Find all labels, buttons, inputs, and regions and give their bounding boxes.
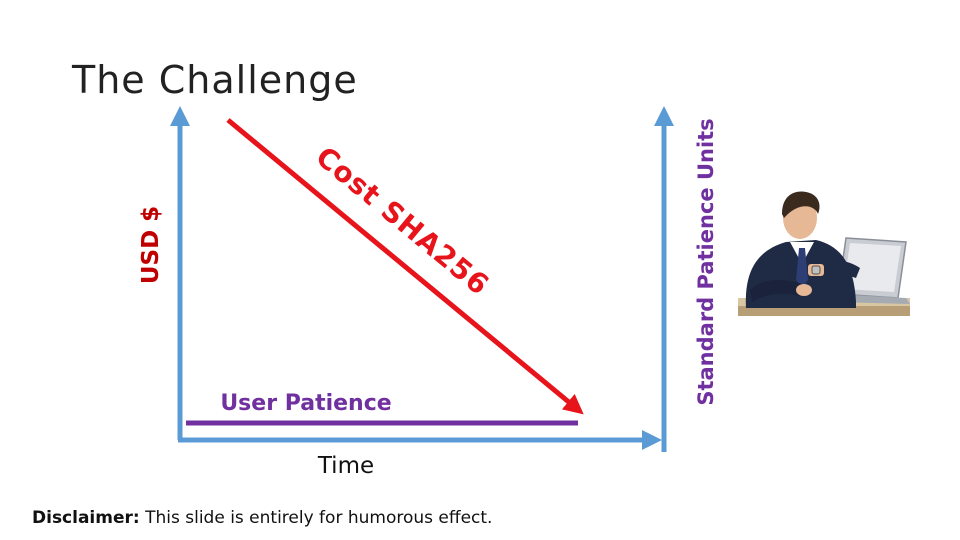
cost-line — [226, 118, 584, 415]
cost-line-label: Cost SHA256 — [310, 140, 496, 302]
user-patience-label: User Patience — [220, 391, 391, 416]
y-axis-label: USD $ — [138, 206, 164, 284]
slide-title: The Challenge — [72, 58, 358, 102]
x-axis-label: Time — [317, 453, 374, 479]
disclaimer-text: This slide is entirely for humorous effe… — [139, 508, 493, 528]
disclaimer-label: Disclaimer: — [32, 508, 140, 528]
businessman-checking-watch-icon — [738, 191, 910, 316]
right-axis-label: Standard Patience Units — [694, 118, 718, 405]
disclaimer: Disclaimer: This slide is entirely for h… — [32, 508, 492, 528]
